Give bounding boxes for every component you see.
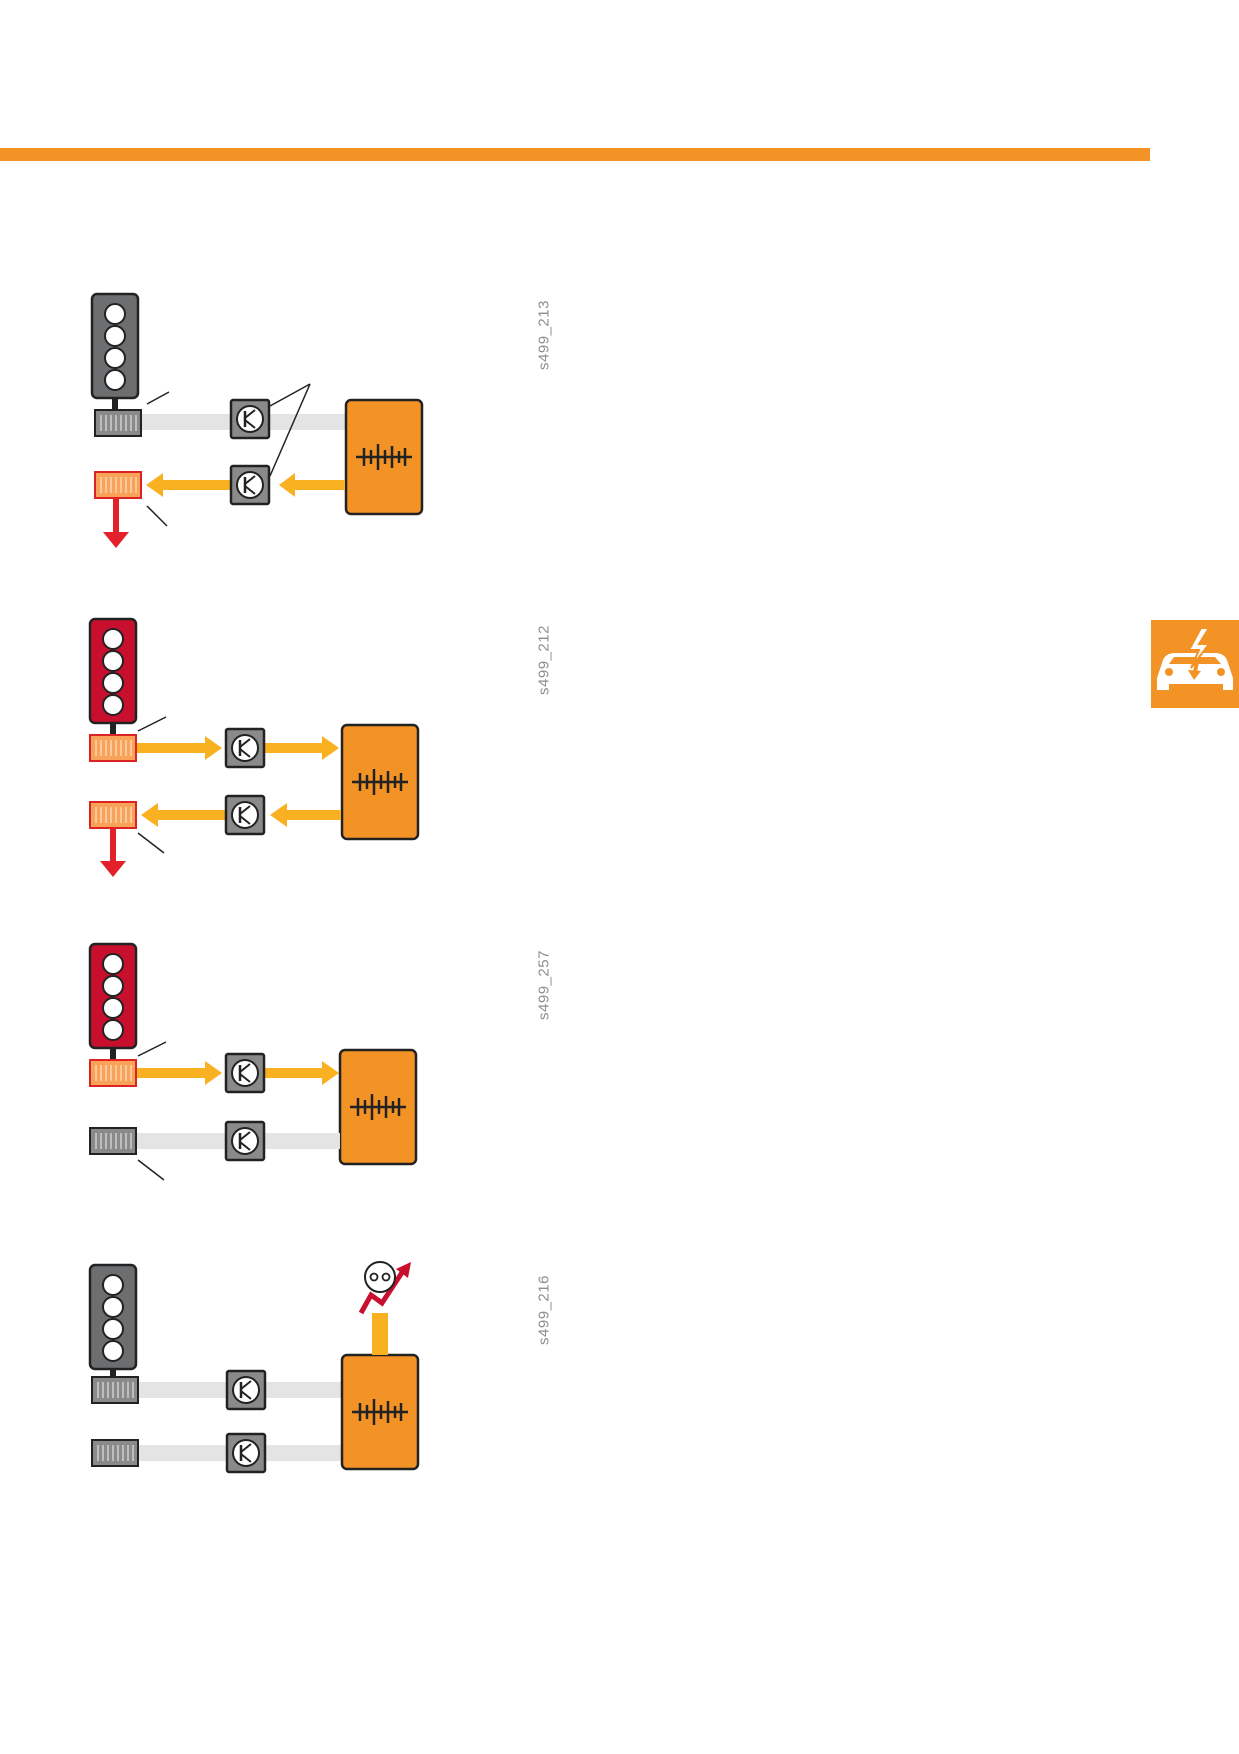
- input-arrow-to-unit: [264, 1061, 339, 1085]
- output-connector-active: [89, 801, 137, 829]
- output-connector-active: [94, 471, 142, 499]
- noise-output-arrow: [358, 1269, 406, 1315]
- input-connector: [91, 1376, 139, 1404]
- diagram-s499-213: [90, 292, 424, 548]
- return-arrow-output: [141, 803, 226, 827]
- figure-code: s499_213: [535, 300, 553, 370]
- input-connector-active: [89, 1059, 137, 1087]
- input-arrow: [137, 736, 222, 760]
- input-arrow: [137, 1061, 222, 1085]
- car-electrical-fault-icon: [1151, 620, 1239, 708]
- output-connector-idle: [89, 1127, 137, 1155]
- noise-sensor-icon: [364, 1261, 396, 1293]
- return-arrow-output: [146, 473, 231, 497]
- drain-arrow: [103, 498, 129, 548]
- input-connector: [94, 409, 142, 437]
- return-arrow: [279, 473, 345, 497]
- figure-code: s499_212: [535, 625, 553, 695]
- diagram-s499-216: [88, 1261, 420, 1474]
- header-accent-bar: [0, 148, 1150, 161]
- input-arrow-to-unit: [264, 736, 339, 760]
- drain-arrow: [100, 828, 126, 877]
- output-connector-idle: [91, 1439, 139, 1467]
- figure-code: s499_216: [535, 1275, 553, 1345]
- figure-code: s499_257: [535, 950, 553, 1020]
- noise-output-line: [372, 1313, 388, 1355]
- diagram-s499-212: [88, 617, 420, 877]
- diagram-s499-257: [88, 942, 418, 1181]
- input-connector-active: [89, 734, 137, 762]
- return-arrow: [270, 803, 341, 827]
